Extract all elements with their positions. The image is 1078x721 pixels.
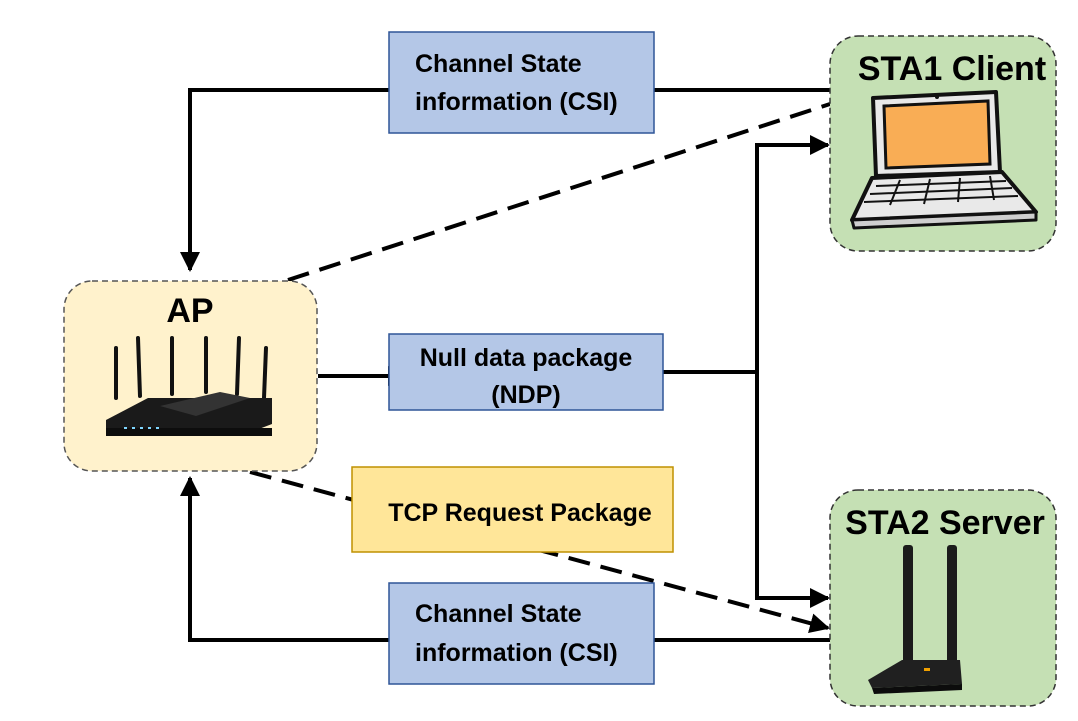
laptop-icon [850, 90, 1038, 230]
sta2-node: STA2 Server [829, 489, 1057, 707]
wifi-router-icon [106, 336, 272, 436]
ndp-to-sta2-arrow [755, 372, 830, 608]
usb-wifi-adapter-icon [868, 545, 962, 694]
ap-title: AP [166, 292, 213, 330]
csi-bottom-box: Channel State information (CSI) [388, 582, 655, 685]
dashed-ap-sta1-link [287, 102, 831, 282]
tcp-label: TCP Request Package [388, 499, 652, 527]
sta1-node: STA1 Client [829, 35, 1057, 252]
csi-bottom-line1: Channel State [415, 600, 582, 628]
ndp-box: Null data package (NDP) [388, 333, 664, 411]
ndp-line2: (NDP) [491, 381, 560, 409]
ap-node: AP [63, 280, 318, 472]
csi-top-line1: Channel State [415, 50, 582, 78]
ndp-line1: Null data package [420, 344, 633, 372]
csi-bottom-line2: information (CSI) [415, 639, 618, 667]
sta2-title: STA2 Server [845, 504, 1045, 542]
sta2-node-box [829, 489, 1057, 707]
sta1-title: STA1 Client [858, 50, 1046, 88]
tcp-box: TCP Request Package [351, 466, 674, 553]
csi-top-line2: information (CSI) [415, 88, 618, 116]
csi-top-box: Channel State information (CSI) [388, 31, 655, 134]
ndp-to-sta1-arrow [755, 135, 830, 372]
